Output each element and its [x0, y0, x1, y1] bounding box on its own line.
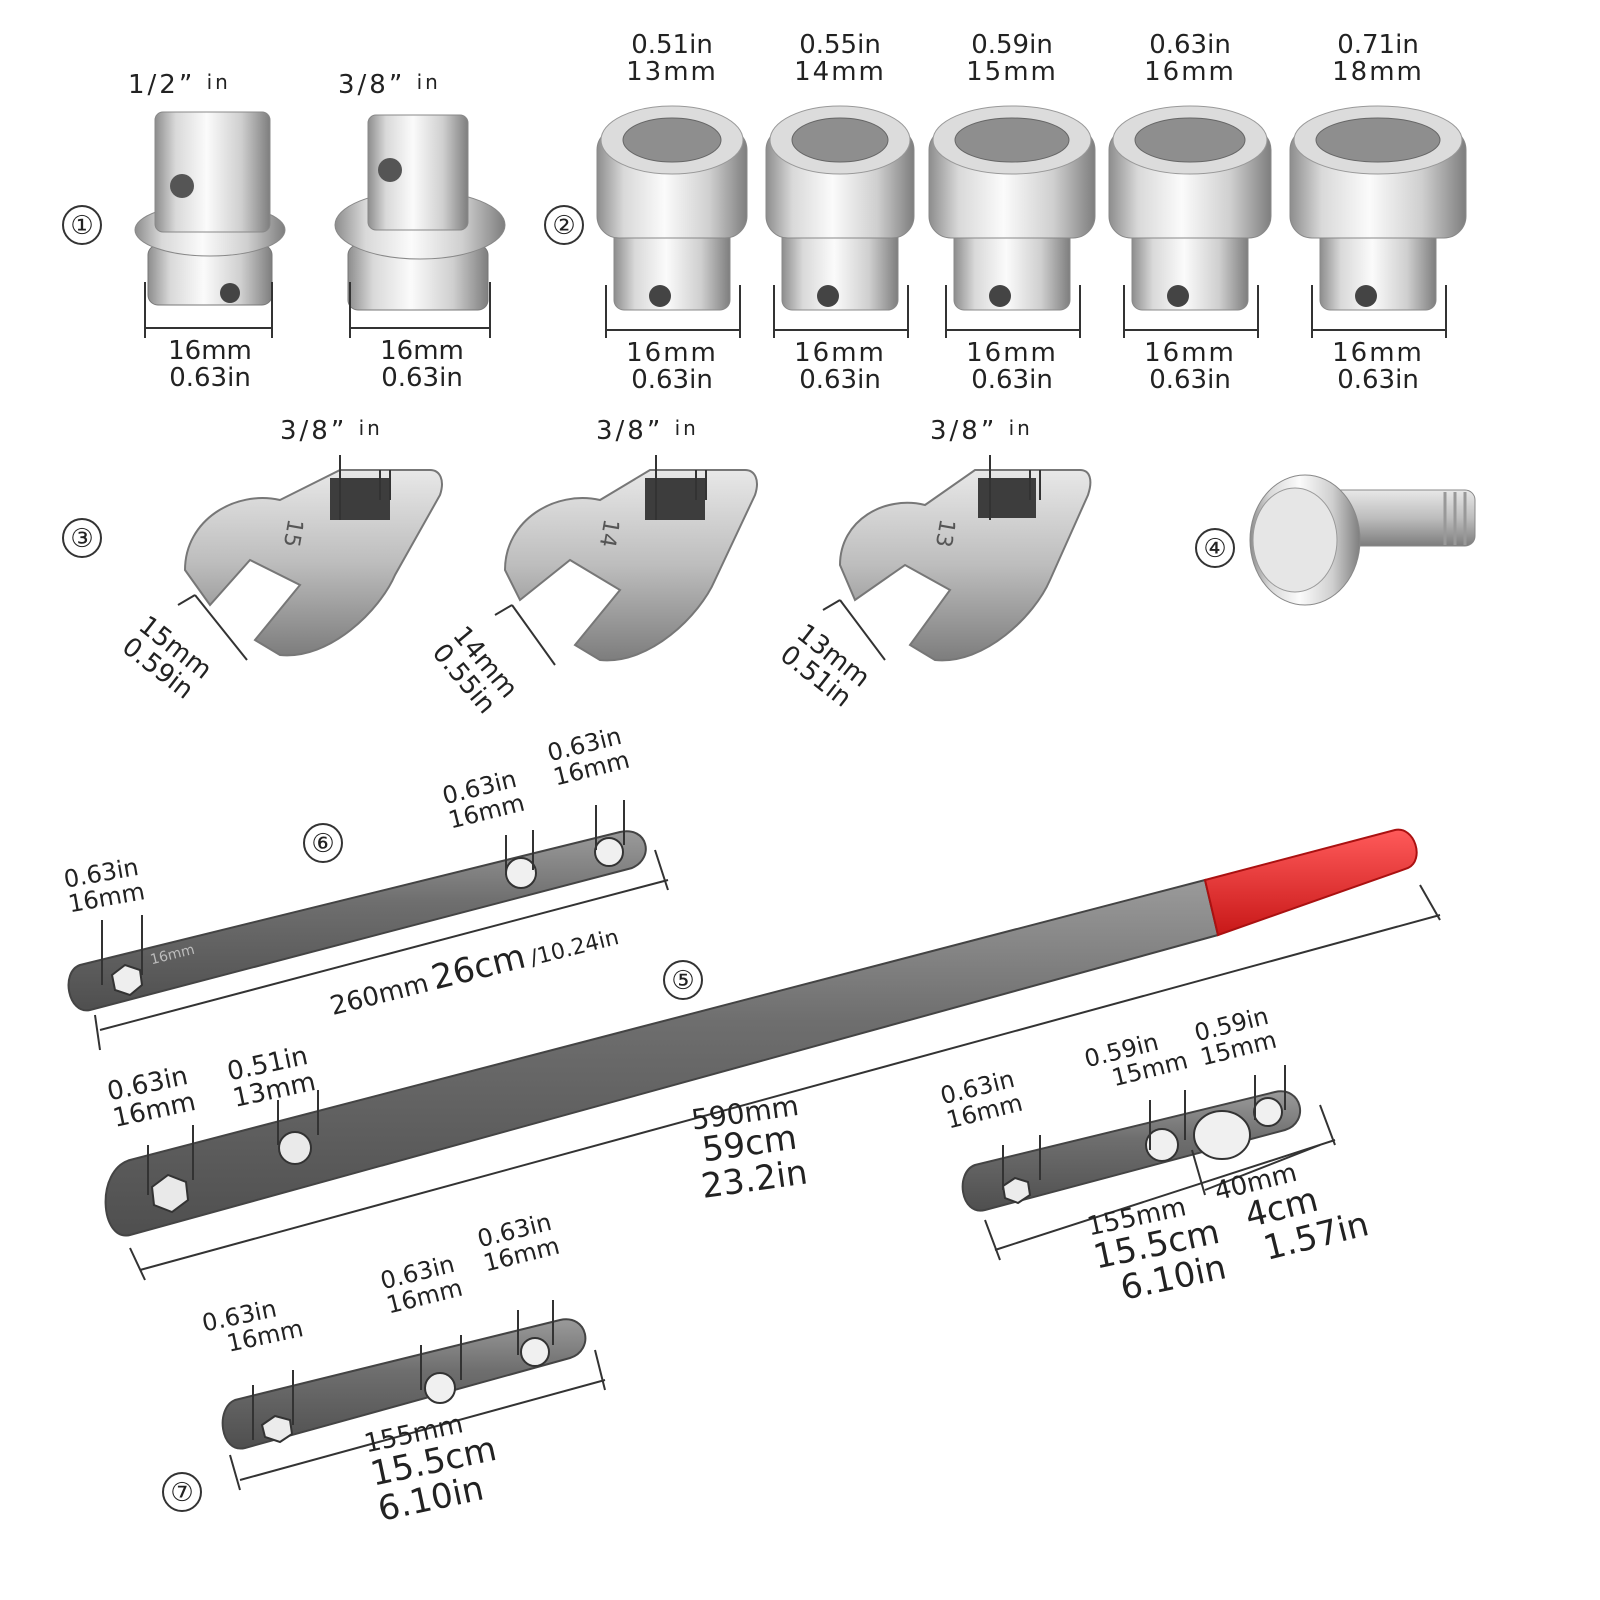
group-number-4: ④ [1195, 528, 1235, 568]
adapter-three-eighths [334, 114, 506, 311]
socket-3-drive-mm: 16mm [966, 338, 1058, 368]
socket-2-drive-in: 0.63in [799, 365, 881, 396]
socket-4-drive-in: 0.63in [1149, 365, 1231, 396]
socket-5-drive-mm: 16mm [1332, 338, 1424, 368]
socket-3-in: 0.59in [971, 30, 1053, 60]
socket-3 [928, 105, 1096, 338]
socket-3-drive-in: 0.63in [971, 365, 1053, 396]
crowfoot-wrench-15 [183, 469, 443, 657]
socket-4-mm: 16mm [1144, 57, 1236, 88]
crowfoot-15-drive-label: 3/8” in [280, 418, 383, 444]
socket-1-in: 0.51in [631, 30, 713, 60]
group-number-6: ⑥ [303, 823, 343, 863]
socket-1-drive-mm: 16mm [626, 338, 718, 368]
wrench-bar-155mm [221, 1318, 587, 1450]
socket-3-mm: 15mm [966, 57, 1058, 88]
adapter-1-drive-size: 1/2” [128, 70, 196, 100]
adapter-2-mm: 16mm [380, 336, 464, 366]
bar7-dimension-lines [229, 1300, 606, 1491]
socket-4-drive-mm: 16mm [1144, 338, 1236, 368]
adapter-2-in: 0.63in [381, 363, 463, 394]
group-number-3: ③ [62, 518, 102, 558]
short-bar-dimension-lines [984, 1065, 1336, 1261]
crowfoot-13-drive-label: 3/8” in [930, 418, 1033, 444]
socket-5 [1289, 105, 1467, 338]
crowfoot-15-drive-size: 3/8” [280, 416, 348, 446]
crowfoot-15-stamp: 15 [277, 517, 308, 550]
adapter-1-mm: 16mm [168, 336, 252, 366]
crowfoot-14-stamp: 14 [593, 517, 624, 550]
wrench-bar-590mm [104, 828, 1418, 1237]
adapter-2-square-size: 16mm 0.63in [362, 336, 482, 394]
socket-2-in: 0.55in [799, 30, 881, 60]
adapter-1-in: 0.63in [169, 363, 251, 394]
crowfoot-14-drive-unit: in [674, 416, 699, 440]
socket-5-in: 0.71in [1337, 30, 1419, 60]
crowfoot-14-drive-label: 3/8” in [596, 418, 699, 444]
crowfoot-wrench-13 [838, 469, 1092, 662]
adapter-dimension-lines [144, 282, 491, 338]
socket-1-drive-in: 0.63in [631, 365, 713, 396]
adapter-2-drive-size: 3/8” [338, 70, 406, 100]
crowfoot-15-drive-unit: in [358, 416, 383, 440]
socket-2 [765, 105, 915, 338]
socket-1 [596, 105, 748, 338]
adapter-half-inch [134, 111, 286, 306]
group-number-5: ⑤ [663, 960, 703, 1000]
group-number-7: ⑦ [162, 1472, 202, 1512]
wrench-bar-260mm [67, 830, 647, 1012]
socket-set [596, 105, 1467, 338]
crowfoot-14-drive-size: 3/8” [596, 416, 664, 446]
socket-1-mm: 13mm [626, 57, 718, 88]
socket-5-drive-in: 0.63in [1337, 365, 1419, 396]
wrench-bar-155mm-slotted [961, 1090, 1302, 1212]
socket-5-mm: 18mm [1332, 57, 1424, 88]
group-number-1: ① [62, 205, 102, 245]
crowfoot-13-drive-size: 3/8” [930, 416, 998, 446]
socket-4 [1108, 105, 1272, 338]
bar6-dimension-lines [94, 800, 669, 1051]
crowfoot-wrench-14 [503, 469, 758, 662]
socket-2-mm: 14mm [794, 57, 886, 88]
bar5-dimension-lines [129, 884, 1441, 1281]
crowfoot-13-drive-unit: in [1008, 416, 1033, 440]
socket-4-in: 0.63in [1149, 30, 1231, 60]
adapter-1-square-size: 16mm 0.63in [150, 336, 270, 394]
crowfoot-13-stamp: 13 [929, 517, 960, 550]
adapter-2-drive-label: 3/8” in [338, 72, 441, 98]
adapter-2-drive-unit: in [416, 70, 441, 94]
adapter-1-drive-label: 1/2” in [128, 72, 231, 98]
crowfoot-dimension-lines [177, 455, 1041, 666]
adapter-1-drive-unit: in [206, 70, 231, 94]
bar5-length: 590mm 59cm 23.2in [684, 1089, 817, 1207]
group-number-2: ② [544, 205, 584, 245]
bolt [1249, 474, 1476, 606]
socket-2-drive-mm: 16mm [794, 338, 886, 368]
